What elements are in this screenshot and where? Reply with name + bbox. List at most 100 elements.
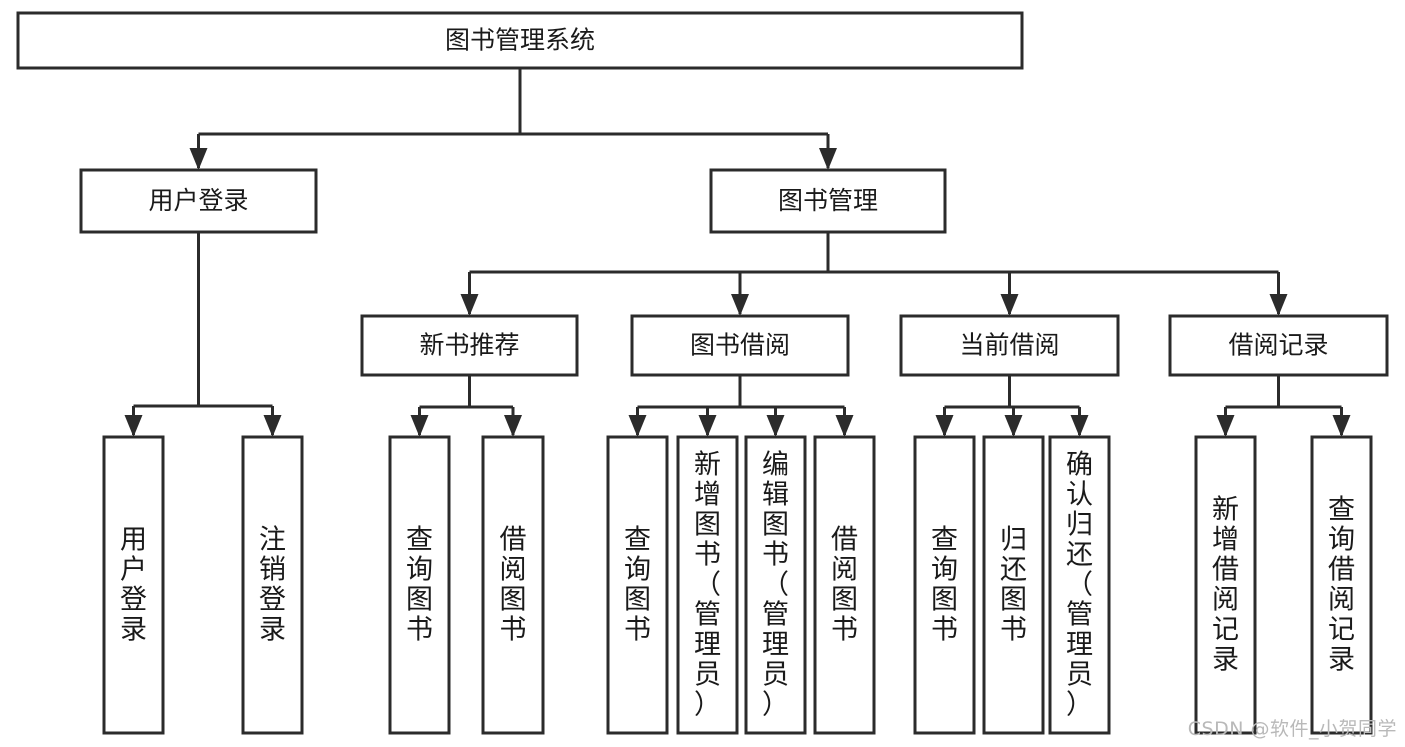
node-label-leaf-query-book-bb-char-0: 查 (624, 524, 651, 555)
node-label-leaf-query-borrow-record-char-4: 记 (1328, 614, 1355, 645)
node-borrow-record[interactable]: 借阅记录 (1168, 314, 1389, 377)
node-label-leaf-borrow-book-rec-char-2: 图 (500, 584, 527, 615)
node-label-leaf-borrow-book-bb-char-2: 图 (831, 584, 858, 615)
node-leaf-user-login[interactable]: 用户登录 (102, 435, 165, 735)
node-label-leaf-edit-book-admin-char-6: 理 (762, 629, 789, 660)
node-box-leaf-borrow-book-rec (481, 435, 545, 735)
node-label-leaf-confirm-return-admin-char-8: ） (1066, 689, 1093, 720)
node-box-user-login (79, 168, 318, 234)
node-label-leaf-return-book-char-1: 还 (1000, 554, 1027, 585)
node-root[interactable]: 图书管理系统 (16, 11, 1024, 70)
node-label-leaf-confirm-return-admin-char-4: （ (1066, 569, 1093, 600)
node-label-leaf-add-book-admin-char-2: 图 (694, 509, 721, 540)
node-label-leaf-logout-char-1: 销 (259, 554, 286, 585)
node-box-leaf-edit-book-admin (744, 435, 807, 735)
node-label-leaf-add-borrow-record-char-5: 录 (1212, 644, 1239, 675)
node-label-leaf-borrow-book-bb-char-3: 书 (831, 614, 858, 645)
node-box-leaf-query-borrow-record (1310, 435, 1373, 735)
node-label-leaf-confirm-return-admin-char-0: 确 (1066, 449, 1093, 480)
node-box-book-borrow (630, 314, 850, 377)
node-label-leaf-borrow-book-rec-char-3: 书 (500, 614, 527, 645)
node-label-leaf-query-book-rec-char-3: 书 (406, 614, 433, 645)
node-label-leaf-add-book-admin-char-3: 书 (694, 539, 721, 570)
node-label-leaf-add-book-admin-char-6: 理 (694, 629, 721, 660)
node-box-leaf-return-book (982, 435, 1045, 735)
node-label-book-manage: 图书管理 (778, 186, 878, 215)
node-label-leaf-logout-char-0: 注 (259, 524, 286, 555)
arrowhead-leaf-user-login (124, 415, 143, 437)
node-label-borrow-record: 借阅记录 (1228, 331, 1328, 360)
node-box-leaf-query-book-bb (606, 435, 669, 735)
node-label-leaf-query-book-bb-char-3: 书 (624, 614, 651, 645)
node-user-login[interactable]: 用户登录 (79, 168, 318, 234)
node-box-leaf-query-book-rec (388, 435, 451, 735)
node-box-leaf-add-book-admin (676, 435, 739, 735)
node-label-leaf-edit-book-admin-char-1: 辑 (762, 479, 789, 510)
arrowhead-book-manage (819, 148, 837, 170)
node-label-leaf-borrow-book-rec-char-1: 阅 (500, 554, 527, 585)
node-box-leaf-borrow-book-bb (813, 435, 876, 735)
node-label-root: 图书管理系统 (445, 26, 595, 55)
node-label-leaf-user-login-char-3: 录 (120, 614, 147, 645)
arrowhead-leaf-edit-book-admin (766, 415, 785, 437)
node-label-leaf-edit-book-admin-char-4: （ (762, 569, 789, 600)
node-label-leaf-add-book-admin-char-8: ） (694, 689, 721, 720)
arrowhead-new-book-recommend (460, 294, 479, 316)
node-box-current-borrow (899, 314, 1120, 377)
arrowhead-leaf-return-book (1004, 415, 1023, 437)
arrowhead-leaf-borrow-book-rec (504, 415, 522, 437)
node-label-leaf-add-borrow-record-char-3: 阅 (1212, 584, 1239, 615)
node-label-leaf-confirm-return-admin-char-2: 归 (1066, 509, 1093, 540)
node-label-leaf-confirm-return-admin-char-3: 还 (1066, 539, 1093, 570)
arrowhead-borrow-record (1269, 294, 1288, 316)
arrowhead-leaf-add-borrow-record (1216, 415, 1235, 437)
node-label-leaf-add-book-admin-char-4: （ (694, 569, 721, 600)
node-box-leaf-logout (241, 435, 304, 735)
node-label-leaf-query-book-cb-char-3: 书 (931, 614, 958, 645)
node-label-book-borrow: 图书借阅 (690, 331, 790, 360)
node-box-root (16, 11, 1024, 70)
node-new-book-recommend[interactable]: 新书推荐 (360, 314, 579, 377)
node-box-leaf-query-book-cb (913, 435, 976, 735)
arrowhead-current-borrow (1000, 294, 1019, 316)
arrowhead-user-login (189, 148, 208, 170)
node-label-current-borrow: 当前借阅 (959, 331, 1059, 360)
node-label-leaf-confirm-return-admin-char-7: 员 (1066, 659, 1093, 690)
node-label-leaf-edit-book-admin-char-5: 管 (762, 599, 789, 630)
node-label-leaf-query-book-rec-char-1: 询 (406, 554, 433, 585)
nodes-layer: 图书管理系统用户登录图书管理新书推荐图书借阅当前借阅借阅记录用户登录注销登录查询… (16, 11, 1389, 735)
node-label-leaf-add-book-admin-char-5: 管 (694, 599, 721, 630)
node-book-borrow[interactable]: 图书借阅 (630, 314, 850, 377)
arrowhead-leaf-add-book-admin (698, 415, 717, 437)
node-label-leaf-query-borrow-record-char-0: 查 (1328, 494, 1355, 525)
node-label-leaf-query-book-bb-char-1: 询 (624, 554, 651, 585)
node-label-leaf-add-borrow-record-char-0: 新 (1212, 494, 1239, 525)
node-book-manage[interactable]: 图书管理 (709, 168, 947, 234)
node-label-leaf-query-book-rec-char-0: 查 (406, 524, 433, 555)
node-box-leaf-add-borrow-record (1194, 435, 1257, 735)
node-box-leaf-confirm-return-admin (1048, 435, 1111, 735)
node-label-leaf-add-book-admin-char-7: 员 (694, 659, 721, 690)
node-current-borrow[interactable]: 当前借阅 (899, 314, 1120, 377)
node-box-book-manage (709, 168, 947, 234)
arrowhead-leaf-logout (263, 415, 282, 437)
node-label-leaf-edit-book-admin-char-8: ） (762, 689, 789, 720)
node-label-leaf-query-book-cb-char-0: 查 (931, 524, 958, 555)
node-label-leaf-add-borrow-record-char-4: 记 (1212, 614, 1239, 645)
arrowhead-book-borrow (731, 294, 749, 316)
node-label-leaf-query-book-cb-char-1: 询 (931, 554, 958, 585)
